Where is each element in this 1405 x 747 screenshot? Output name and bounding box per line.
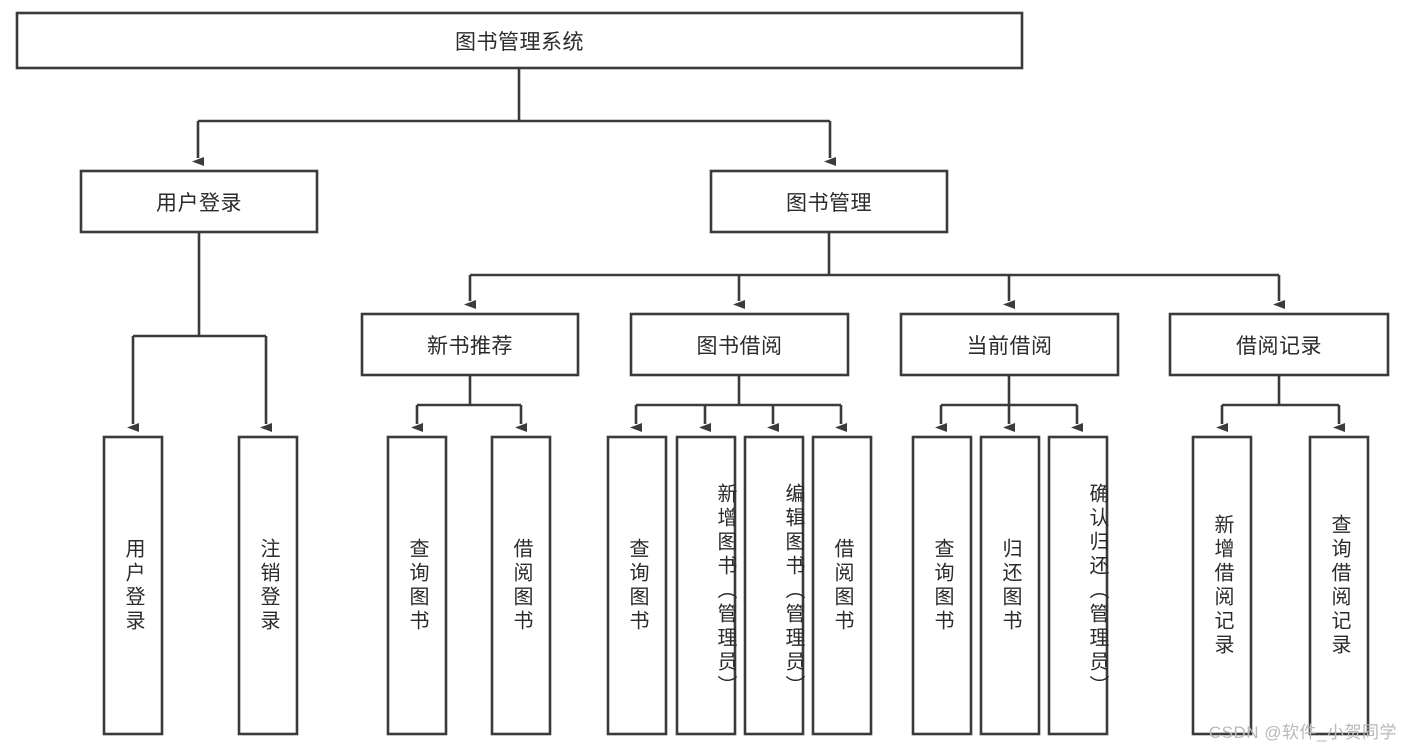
label-leaf-confirm-return-admin: 确认归还（管理员） [1086,482,1108,699]
label-leaf-user-login: 用户登录 [122,537,144,634]
node-book-management[interactable] [709,169,949,234]
node-leaf-query-borrow-record[interactable] [1308,435,1370,736]
node-leaf-user-login[interactable] [102,435,164,736]
label-leaf-query-book-borrow: 查询图书 [626,537,648,634]
node-leaf-edit-book-admin[interactable] [743,435,805,736]
label-leaf-return-book: 归还图书 [999,537,1021,634]
node-leaf-query-book-recommend[interactable] [386,435,448,736]
label-leaf-query-borrow-record: 查询借阅记录 [1328,513,1350,658]
label-leaf-borrow-book: 借阅图书 [831,537,853,634]
node-leaf-query-book-borrow[interactable] [606,435,668,736]
label-leaf-borrow-book-recommend: 借阅图书 [510,537,532,634]
label-leaf-logout: 注销登录 [257,537,279,634]
node-book-borrow[interactable] [629,312,850,377]
label-leaf-query-book-current: 查询图书 [931,537,953,634]
node-leaf-query-book-current[interactable] [911,435,973,736]
label-leaf-query-book-recommend: 查询图书 [406,537,428,634]
node-leaf-add-book-admin[interactable] [675,435,737,736]
node-leaf-borrow-book-recommend[interactable] [490,435,552,736]
label-leaf-edit-book-admin: 编辑图书（管理员） [782,482,804,699]
node-leaf-add-borrow-record[interactable] [1191,435,1253,736]
node-leaf-borrow-book[interactable] [811,435,873,736]
node-borrow-record[interactable] [1168,312,1390,377]
label-leaf-add-book-admin: 新增图书（管理员） [714,482,736,699]
node-leaf-logout[interactable] [237,435,299,736]
node-user-login[interactable] [79,169,319,234]
node-current-borrow[interactable] [899,312,1120,377]
node-new-book-recommend[interactable] [360,312,580,377]
node-leaf-confirm-return-admin[interactable] [1047,435,1109,736]
label-leaf-add-borrow-record: 新增借阅记录 [1211,513,1233,658]
node-root-book-management-system[interactable] [15,11,1024,70]
node-leaf-return-book[interactable] [979,435,1041,736]
